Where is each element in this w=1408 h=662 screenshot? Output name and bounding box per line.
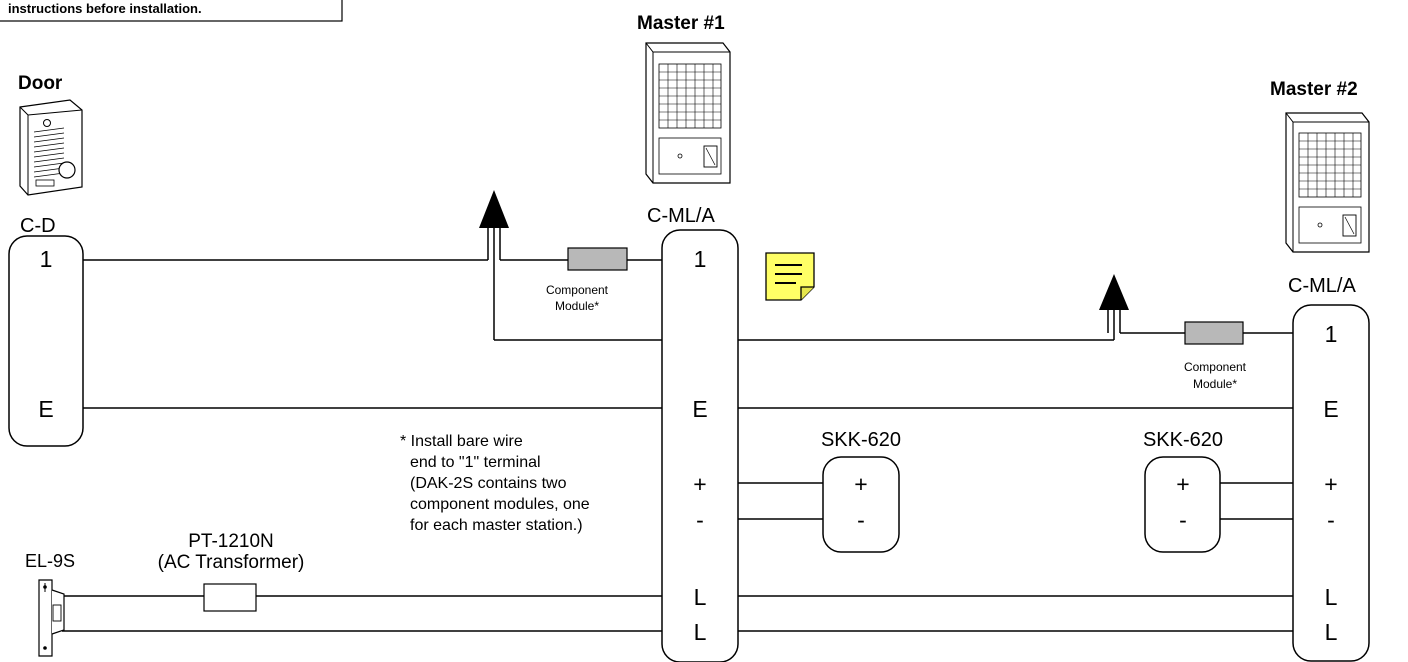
- master1-terminal-strip: [661, 229, 739, 662]
- component-module-2: [1184, 321, 1244, 345]
- connector-arrow-2: [1099, 274, 1129, 310]
- footnote-line-2: end to "1" terminal: [410, 454, 541, 471]
- transformer-box: [203, 583, 257, 612]
- master2-terminal-l2: L: [1325, 619, 1338, 645]
- master2-terminal-l1: L: [1325, 584, 1338, 610]
- component-module-1-line2: Module*: [555, 299, 599, 313]
- door-terminal-1: 1: [40, 246, 53, 272]
- master2-terminal-minus: -: [1327, 507, 1335, 533]
- door-station-device: [19, 99, 83, 196]
- component-module-2-line1: Component: [1184, 360, 1247, 374]
- component-module-1: [567, 247, 628, 271]
- footnote-line-5: for each master station.): [410, 517, 583, 534]
- sticky-note-icon[interactable]: [765, 252, 815, 301]
- skk2-label: SKK-620: [1143, 429, 1223, 451]
- pt1210n-desc: (AC Transformer): [158, 552, 305, 573]
- cml1-label: C-ML/A: [647, 205, 715, 227]
- footnote-line-1: * Install bare wire: [400, 433, 523, 450]
- skk1-terminal-plus: +: [854, 471, 867, 497]
- skk1-terminal-minus: -: [857, 507, 865, 533]
- master2-device: [1285, 112, 1370, 253]
- master2-terminal-plus: +: [1324, 471, 1337, 497]
- pt1210n-label: PT-1210N: [188, 531, 274, 552]
- skk2-terminal-plus: +: [1176, 471, 1189, 497]
- electric-strike-device: [38, 579, 65, 657]
- master1-terminal-minus: -: [696, 507, 704, 533]
- master1-terminal-l1: L: [694, 584, 707, 610]
- master1-terminal-e: E: [692, 396, 707, 422]
- skk1-box: [822, 456, 900, 553]
- notice-box: [0, 0, 343, 22]
- master1-terminal-1: 1: [694, 246, 707, 272]
- master2-terminal-strip: [1292, 304, 1370, 662]
- master2-terminal-e: E: [1323, 396, 1338, 422]
- master2-title: Master #2: [1270, 79, 1358, 100]
- skk2-box: [1144, 456, 1221, 553]
- footnote-line-3: (DAK-2S contains two: [410, 475, 567, 492]
- master1-terminal-l2: L: [694, 619, 707, 645]
- door-title: Door: [18, 73, 63, 94]
- master1-device: [645, 42, 731, 184]
- component-module-1-line1: Component: [546, 283, 609, 297]
- skk1-label: SKK-620: [821, 429, 901, 451]
- door-terminal-strip: [8, 235, 84, 447]
- master2-terminal-1: 1: [1325, 321, 1338, 347]
- component-module-2-line2: Module*: [1193, 377, 1237, 391]
- wires: [62, 228, 1293, 632]
- notice-text: instructions before installation.: [8, 1, 202, 16]
- door-terminal-e: E: [38, 396, 53, 422]
- connector-arrow-1: [479, 190, 509, 228]
- cd-label: C-D: [20, 215, 56, 237]
- footnote-line-4: component modules, one: [410, 496, 590, 513]
- cml2-label: C-ML/A: [1288, 275, 1356, 297]
- master1-terminal-plus: +: [693, 471, 706, 497]
- master1-title: Master #1: [637, 13, 725, 34]
- el9s-label: EL-9S: [25, 551, 75, 571]
- skk2-terminal-minus: -: [1179, 507, 1187, 533]
